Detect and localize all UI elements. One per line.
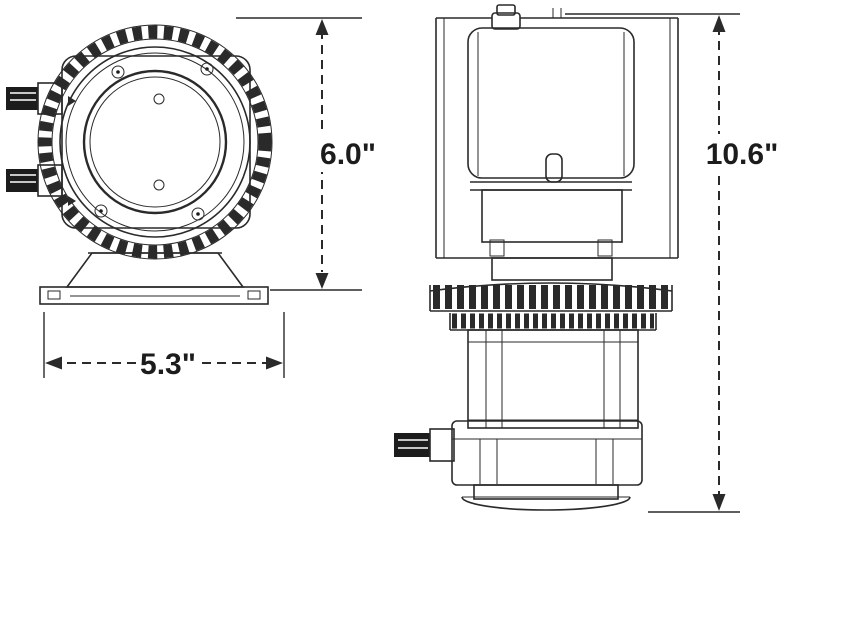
front-base: [39, 252, 269, 305]
front-height-dimension: 6.0": [236, 17, 384, 291]
side-view-drawing: [394, 4, 679, 511]
upper-port-fitting: [6, 82, 63, 115]
front-width-dimension: 5.3": [43, 312, 285, 381]
side-motor-body: [436, 27, 678, 281]
lower-port-fitting: [6, 164, 63, 197]
plate-corner-bolts: [94, 62, 214, 221]
front-view-drawing: [6, 24, 273, 305]
front-face-circles: [59, 46, 251, 238]
front-gear-ring: [37, 24, 273, 260]
side-top-cap: [491, 4, 521, 30]
front-face-bolts: [153, 93, 165, 191]
side-base: [461, 484, 631, 511]
side-mid-column: [467, 329, 639, 429]
front-height-label: 6.0": [320, 138, 376, 171]
side-port-fitting: [394, 428, 455, 462]
front-width-label: 5.3": [140, 348, 196, 381]
side-toothed-flange: [429, 282, 673, 331]
side-upper-frame: [435, 8, 679, 258]
side-height-dimension: 10.6": [565, 13, 786, 513]
side-lower-housing: [451, 420, 643, 486]
flow-direction-marks: [68, 96, 76, 206]
side-height-label: 10.6": [706, 138, 779, 171]
